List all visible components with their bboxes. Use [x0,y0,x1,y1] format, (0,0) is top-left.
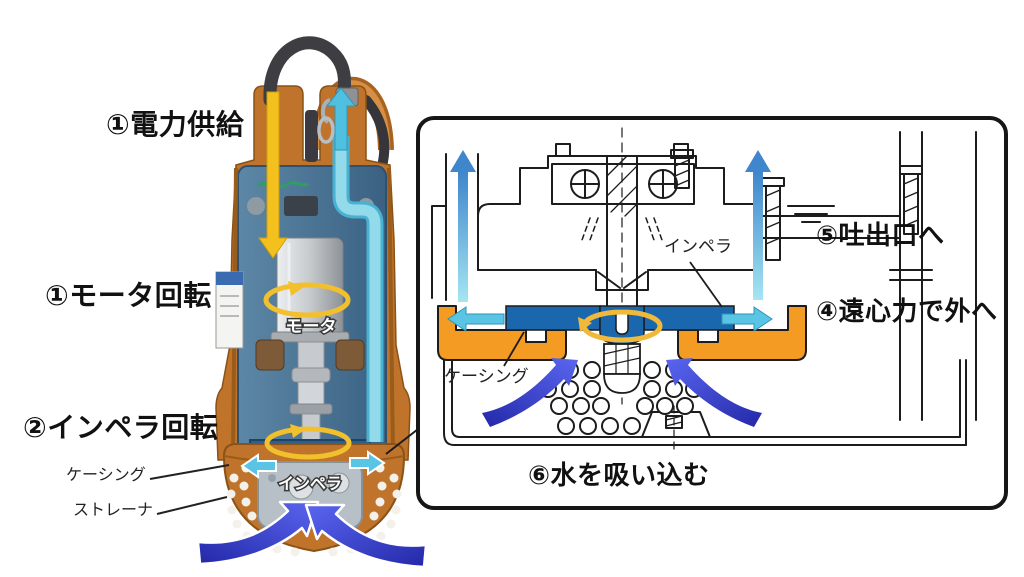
cross-section-panel: インペラ ケーシング ⑤吐出口へ ④遠心力で外へ ⑥水を吸い込む [416,116,1008,510]
label-casing-pump: ケーシング [66,467,146,484]
label-impeller-panel: インペラ [664,237,732,256]
panel-pointer-lines [503,261,723,367]
cross-section-drawing [431,127,977,453]
impeller-shapes [505,305,735,345]
impeller-inline-label: インペラ [278,476,342,493]
label-impeller-rotation: ②インペラ回転 [23,412,219,443]
riser-arrows [450,150,771,302]
outflow-arrows [240,450,386,479]
discharge-up-arrow [325,87,357,151]
label-to-discharge: ⑤吐出口へ [816,220,945,250]
lifting-hook [317,98,335,144]
impeller-rotation-ellipse [264,424,352,460]
outflow-arrows-drawing [447,306,773,332]
power-supply-arrow [258,91,288,259]
top-gap-shadow [305,110,318,162]
label-centrifugal-out: ④遠心力で外へ [816,296,998,326]
label-strainer-pump: ストレーナ [73,502,154,519]
casing-shapes [437,305,807,361]
discharge-flow-ribbon [332,136,384,442]
motor-inline-label: モータ [286,317,337,336]
label-casing-panel: ケーシング [444,367,529,386]
shaft-nut [603,343,641,394]
rotation-ellipse-drawing [578,309,663,343]
cable-side-run [361,95,390,171]
housing-line-art [431,127,977,453]
intake-arrows-drawing [482,358,762,427]
label-power-supply: ①電力供給 [106,109,245,140]
product-sticker [215,271,244,349]
terminal-compartment [247,180,374,216]
pump-cutaway-illustration: モータ インペラ [149,36,428,569]
motor-rotation-ellipse [263,281,351,318]
label-suck-in-water: ⑥水を吸い込む [528,460,710,490]
label-motor-rotation: ①モータ回転 [45,280,212,311]
intake-arrows [196,500,428,569]
part-pointer-lines [149,464,230,515]
cutaway-edge-right [387,167,395,456]
